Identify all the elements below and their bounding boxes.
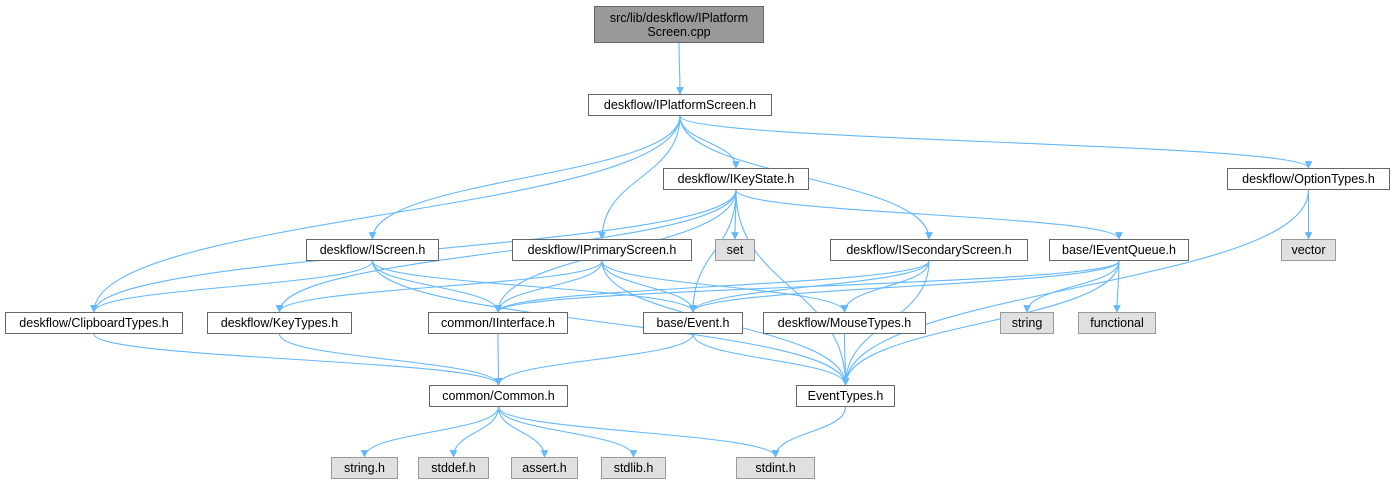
node-mousetypes-h[interactable]: deskflow/MouseTypes.h bbox=[763, 312, 926, 334]
edge-mousetypes-to-eventtypes bbox=[841, 333, 850, 386]
edge-optiontypes-to-eventtypes bbox=[841, 189, 1310, 386]
node-common-h[interactable]: common/Common.h bbox=[429, 385, 568, 407]
edge-ipscreen-to-iscreen bbox=[368, 115, 681, 240]
edge-ieventqueue-to-eventtypes bbox=[841, 260, 1120, 386]
node-iprimaryscreen-h[interactable]: deskflow/IPrimaryScreen.h bbox=[512, 239, 692, 261]
edge-iprimary-to-event bbox=[601, 260, 697, 313]
edge-iinterface-to-common bbox=[494, 333, 503, 386]
node-functional[interactable]: functional bbox=[1078, 312, 1156, 334]
edge-ikeystate-to-keytypes bbox=[275, 189, 737, 313]
node-isecondaryscreen-h[interactable]: deskflow/ISecondaryScreen.h bbox=[830, 239, 1028, 261]
edge-clipboard-to-common bbox=[93, 333, 503, 386]
edge-common-to-stdint_h bbox=[497, 406, 780, 458]
node-ikeystate-h[interactable]: deskflow/IKeyState.h bbox=[663, 168, 809, 190]
edge-ieventqueue-to-functional bbox=[1113, 260, 1121, 313]
node-optiontypes-h[interactable]: deskflow/OptionTypes.h bbox=[1227, 168, 1390, 190]
edge-common-to-stddef_h bbox=[449, 406, 500, 458]
node-set[interactable]: set bbox=[715, 239, 755, 261]
edge-iprimary-to-iinterface bbox=[494, 260, 603, 313]
node-root-file[interactable]: src/lib/deskflow/IPlatform Screen.cpp bbox=[594, 6, 764, 43]
edge-event-to-eventtypes bbox=[692, 333, 850, 386]
edge-event-to-common bbox=[494, 333, 694, 386]
node-iplatformscreen-h[interactable]: deskflow/IPlatformScreen.h bbox=[588, 94, 772, 116]
edge-iscreen-to-eventtypes bbox=[371, 260, 850, 386]
edge-iprimary-to-mousetypes bbox=[601, 260, 849, 313]
edge-isecondary-to-iinterface bbox=[494, 260, 930, 313]
edge-keytypes-to-common bbox=[278, 333, 503, 386]
node-vector[interactable]: vector bbox=[1281, 239, 1336, 261]
edge-ipscreen-to-iprimary bbox=[598, 115, 681, 240]
edge-iscreen-to-clipboard bbox=[90, 260, 374, 313]
node-eventtypes-h[interactable]: EventTypes.h bbox=[796, 385, 895, 407]
edge-root-to-ipscreen bbox=[676, 42, 684, 95]
edge-iprimary-to-keytypes bbox=[275, 260, 603, 313]
edge-ieventqueue-to-string bbox=[1023, 260, 1120, 313]
node-keytypes-h[interactable]: deskflow/KeyTypes.h bbox=[207, 312, 352, 334]
node-assert-h[interactable]: assert.h bbox=[511, 457, 578, 479]
node-stdint-h[interactable]: stdint.h bbox=[736, 457, 815, 479]
edge-isecondary-to-mousetypes bbox=[840, 260, 930, 313]
edge-common-to-stdlib_h bbox=[497, 406, 638, 458]
edge-ikeystate-to-event bbox=[689, 189, 737, 313]
edge-ipscreen-to-optiontypes bbox=[679, 115, 1313, 169]
node-stddef-h[interactable]: stddef.h bbox=[418, 457, 489, 479]
node-stdlib-h[interactable]: stdlib.h bbox=[601, 457, 666, 479]
node-iscreen-h[interactable]: deskflow/IScreen.h bbox=[306, 239, 439, 261]
node-string-h[interactable]: string.h bbox=[331, 457, 398, 479]
node-event-h[interactable]: base/Event.h bbox=[643, 312, 743, 334]
edge-ikeystate-to-ieventqueue bbox=[735, 189, 1123, 240]
node-clipboardtypes-h[interactable]: deskflow/ClipboardTypes.h bbox=[5, 312, 183, 334]
node-iinterface-h[interactable]: common/IInterface.h bbox=[428, 312, 568, 334]
edge-ipscreen-to-ikeystate bbox=[679, 115, 740, 169]
edge-ieventqueue-to-event bbox=[689, 260, 1120, 313]
edge-common-to-string_h bbox=[360, 406, 500, 458]
node-ieventqueue-h[interactable]: base/IEventQueue.h bbox=[1049, 239, 1189, 261]
node-string[interactable]: string bbox=[1000, 312, 1054, 334]
edge-ipscreen-to-clipboard bbox=[90, 115, 681, 313]
edge-iscreen-to-event bbox=[371, 260, 697, 313]
edge-eventtypes-to-stdint_h bbox=[771, 406, 847, 458]
edge-ieventqueue-to-iinterface bbox=[494, 260, 1120, 313]
edge-common-to-assert_h bbox=[497, 406, 549, 458]
